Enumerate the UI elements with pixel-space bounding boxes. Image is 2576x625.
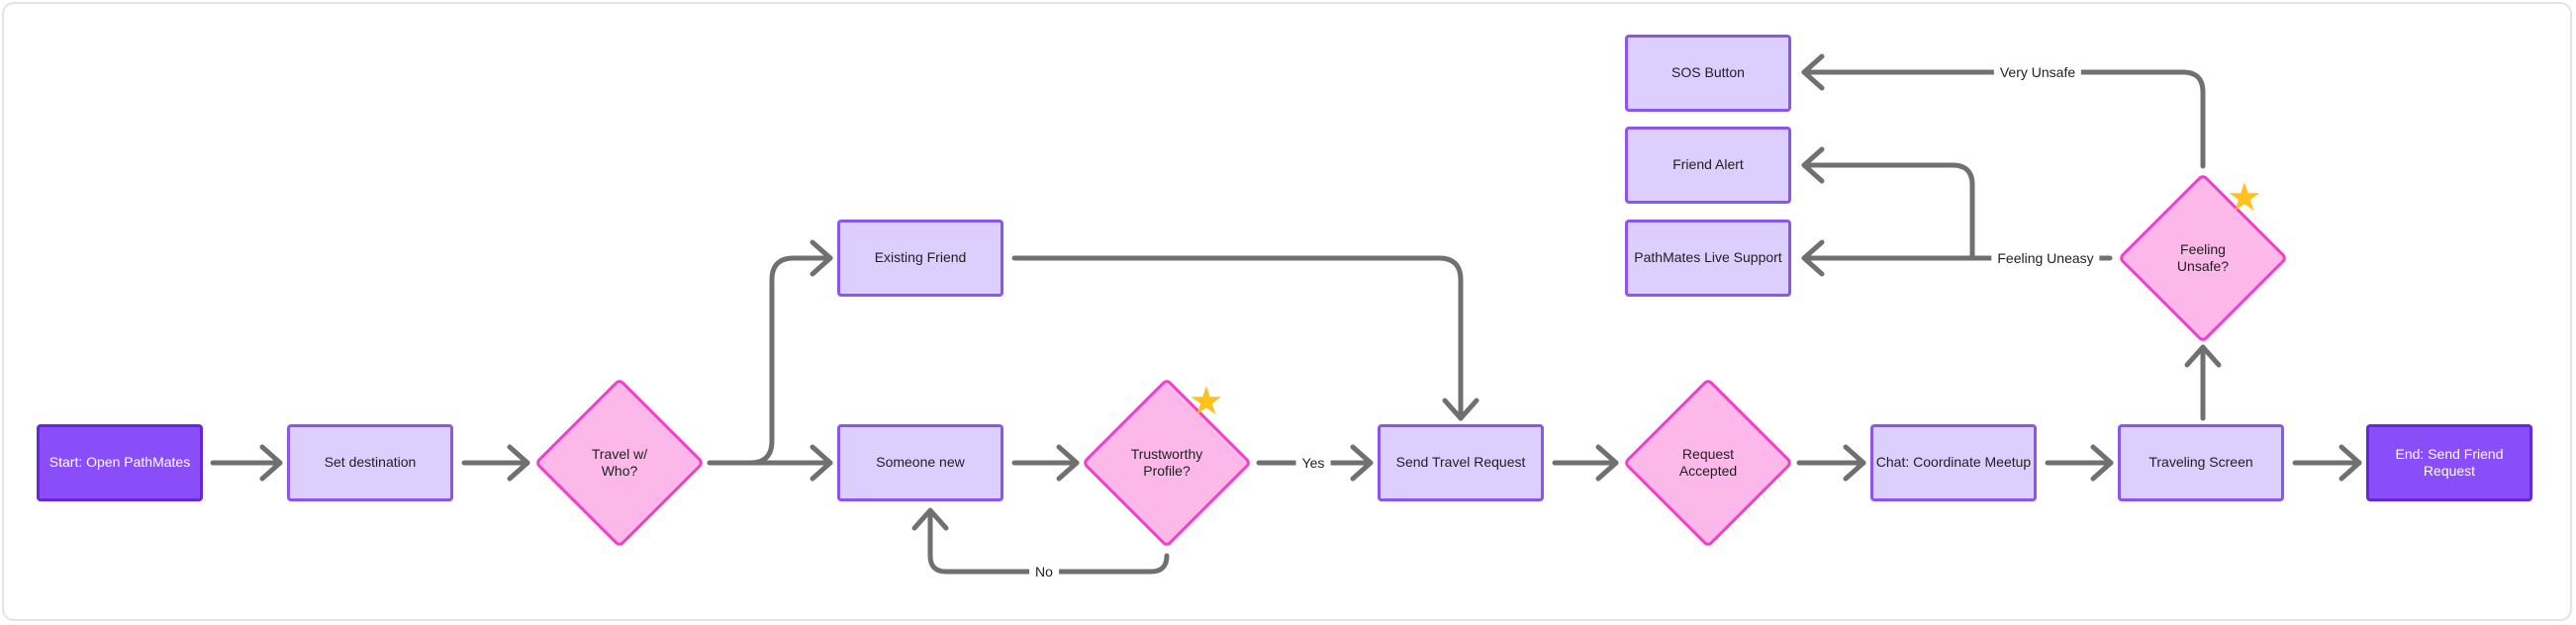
- end-node[interactable]: End: Send Friend Request: [2366, 424, 2532, 501]
- existing-friend-label: Existing Friend: [874, 249, 967, 266]
- arrowhead: [1801, 239, 1825, 277]
- travel-with-who-label: Travel w/ Who?: [591, 445, 648, 480]
- chat-coordinate-meetup-node[interactable]: Chat: Coordinate Meetup: [1870, 424, 2037, 501]
- arrowhead: [1801, 53, 1825, 91]
- someone-new-node[interactable]: Someone new: [837, 424, 1003, 501]
- friend-alert-label: Friend Alert: [1672, 156, 1744, 173]
- arrowhead: [259, 444, 283, 482]
- send-travel-request-node[interactable]: Send Travel Request: [1378, 424, 1544, 501]
- live-support-label: PathMates Live Support: [1634, 249, 1782, 266]
- set-destination-label: Set destination: [324, 454, 417, 471]
- arrowhead: [1056, 444, 1080, 482]
- connector-existing-friend-to-request: [1011, 255, 1464, 421]
- arrowhead: [1843, 444, 1866, 482]
- star-icon: ★: [2227, 176, 2262, 220]
- arrowhead: [1595, 444, 1619, 482]
- arrowhead: [2338, 444, 2362, 482]
- arrowhead: [1801, 146, 1825, 184]
- request-accepted-decision[interactable]: Request Accepted: [1622, 377, 1794, 549]
- sos-button-label: SOS Button: [1671, 64, 1745, 81]
- arrowhead: [810, 444, 833, 482]
- request-accepted-label: Request Accepted: [1678, 445, 1738, 480]
- edge-label-very-unsafe: Very Unsafe: [1993, 64, 2082, 80]
- arrowhead: [2184, 344, 2222, 368]
- someone-new-label: Someone new: [876, 454, 965, 471]
- live-support-node[interactable]: PathMates Live Support: [1625, 220, 1791, 297]
- set-destination-node[interactable]: Set destination: [287, 424, 453, 501]
- start-node[interactable]: Start: Open PathMates: [37, 424, 203, 501]
- connector-uneasy-to-friend-alert: [1801, 162, 1975, 261]
- feeling-unsafe-decision[interactable]: Feeling Unsafe?: [2117, 172, 2289, 344]
- arrowhead: [911, 507, 949, 531]
- sos-button-node[interactable]: SOS Button: [1625, 35, 1791, 112]
- send-travel-request-label: Send Travel Request: [1395, 454, 1526, 471]
- traveling-screen-label: Traveling Screen: [2148, 454, 2253, 471]
- start-node-label: Start: Open PathMates: [48, 454, 191, 471]
- arrowhead: [1442, 398, 1479, 421]
- edge-label-no: No: [1029, 564, 1059, 580]
- connector-no: [927, 509, 1170, 575]
- arrowhead: [2090, 444, 2114, 482]
- chat-coordinate-meetup-label: Chat: Coordinate Meetup: [1875, 454, 2032, 471]
- friend-alert-node[interactable]: Friend Alert: [1625, 127, 1791, 204]
- travel-with-who-decision[interactable]: Travel w/ Who?: [533, 377, 706, 549]
- star-icon: ★: [1189, 380, 1224, 423]
- traveling-screen-node[interactable]: Traveling Screen: [2118, 424, 2284, 501]
- arrowhead: [810, 239, 833, 277]
- connector-travel-to-existing-friend: [747, 255, 833, 466]
- edge-label-feeling-uneasy: Feeling Uneasy: [1991, 250, 2100, 266]
- connector-very-unsafe: [1801, 69, 2206, 169]
- edge-label-yes: Yes: [1295, 455, 1331, 471]
- trustworthy-profile-label: Trustworthy Profile?: [1130, 445, 1203, 480]
- trustworthy-profile-decision[interactable]: Trustworthy Profile?: [1081, 377, 1253, 549]
- end-node-label: End: Send Friend Request: [2395, 445, 2504, 480]
- feeling-unsafe-label: Feeling Unsafe?: [2176, 240, 2230, 275]
- arrowhead: [507, 444, 530, 482]
- arrowhead: [1350, 444, 1374, 482]
- existing-friend-node[interactable]: Existing Friend: [837, 220, 1003, 297]
